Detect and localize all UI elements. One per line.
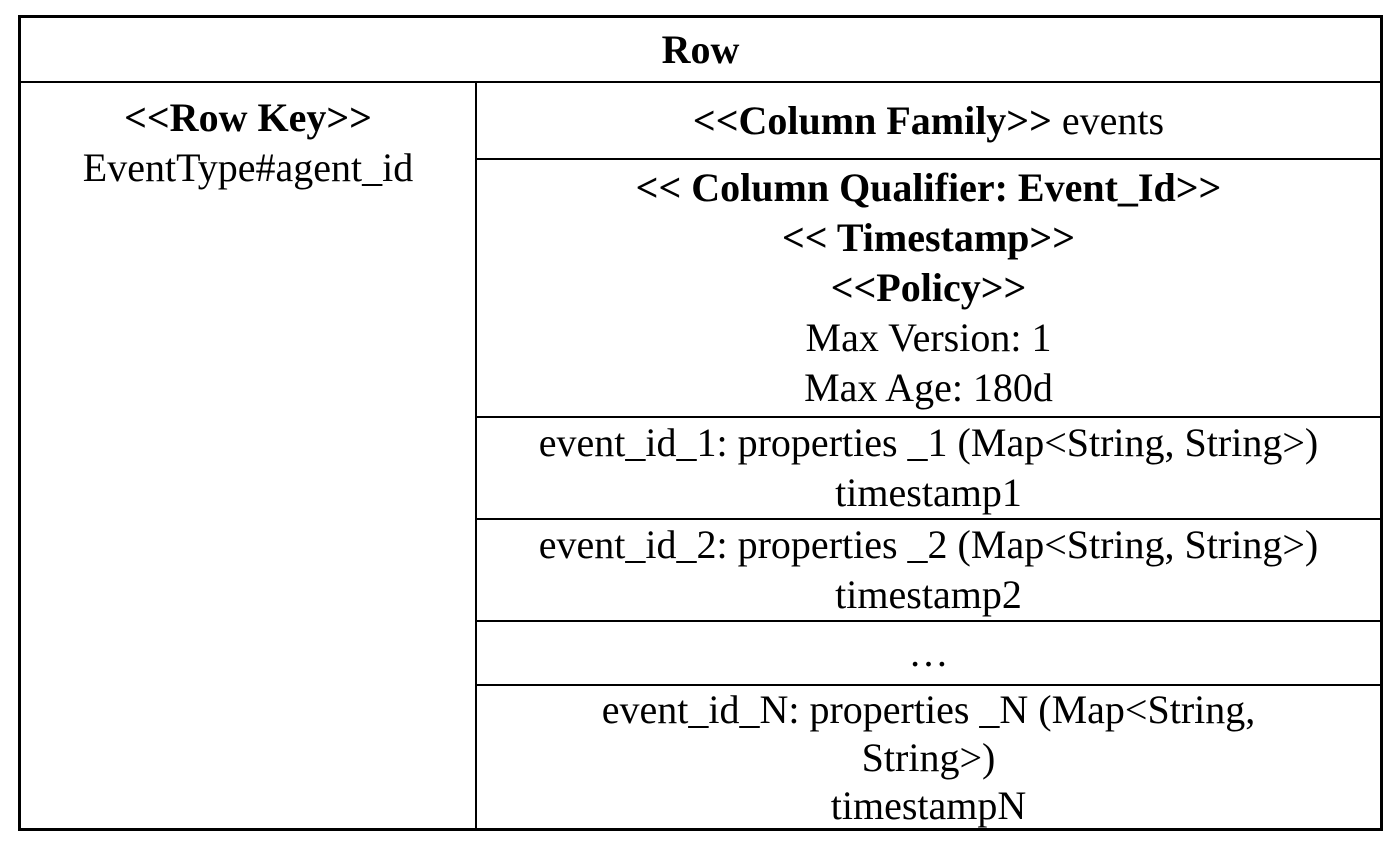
row-key-stereotype: <<Row Key>> [124, 95, 372, 140]
column-qualifier-cell: << Column Qualifier: Event_Id>> << Times… [477, 160, 1380, 418]
spacer [1052, 96, 1062, 146]
policy-max-age: Max Age: 180d [804, 365, 1053, 410]
event-cell-n: event_id_N: properties _N (Map<String, S… [601, 687, 1256, 828]
bigtable-row-schema-diagram: Row <<Row Key>> EventType#agent_id <<Col… [18, 15, 1383, 831]
timestamp-stereotype: << Timestamp>> [781, 215, 1076, 260]
row-key-cell: <<Row Key>> EventType#agent_id [21, 83, 477, 828]
event-cell-1: event_id_1: properties _1 (Map<String, S… [477, 418, 1380, 520]
table-title: Row [21, 18, 1380, 83]
events-column: <<Column Family>> events << Column Quali… [477, 83, 1380, 828]
row-key-value: EventType#agent_id [82, 145, 414, 190]
policy-stereotype: <<Policy>> [830, 265, 1027, 310]
column-family-cell: <<Column Family>> events [477, 83, 1380, 160]
column-qualifier-stereotype: << Column Qualifier: Event_Id>> [635, 165, 1222, 210]
table-body: <<Row Key>> EventType#agent_id <<Column … [21, 83, 1380, 828]
ellipsis-cell: … [477, 622, 1380, 686]
policy-max-version: Max Version: 1 [805, 315, 1052, 360]
column-family-stereotype: <<Column Family>> [692, 97, 1052, 143]
event-cell-2: event_id_2: properties _2 (Map<String, S… [477, 520, 1380, 622]
column-family-name: events [1061, 97, 1165, 143]
